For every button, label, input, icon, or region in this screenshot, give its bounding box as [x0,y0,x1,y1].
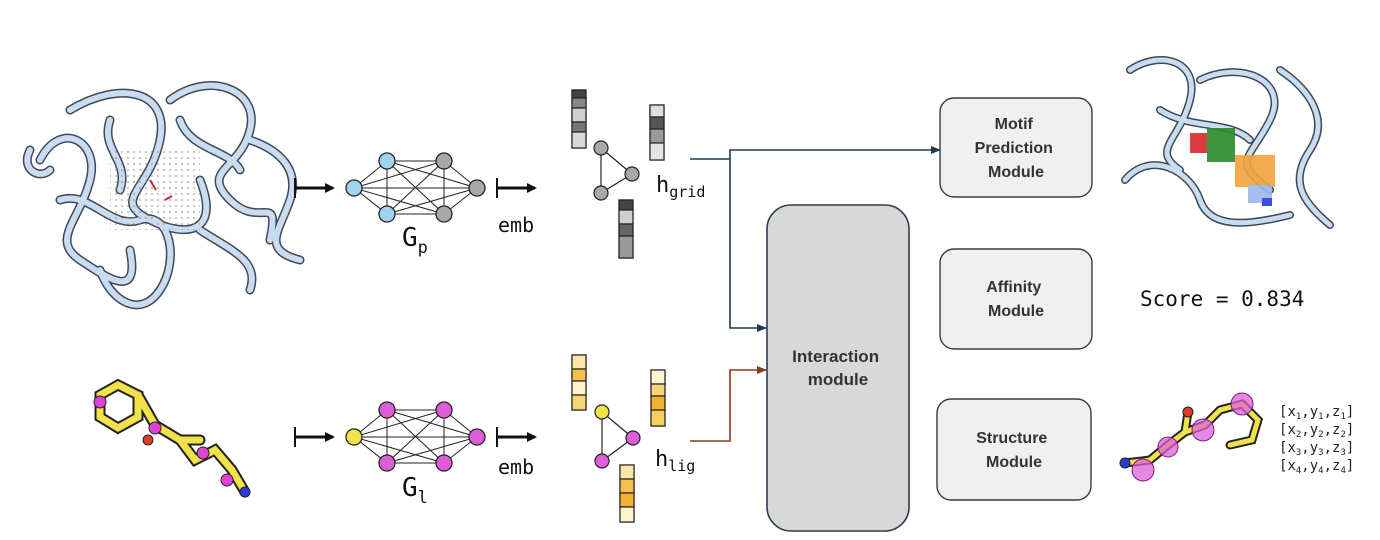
motif-module-label: Motif Prediction Module [975,116,1058,181]
coordinate-row: [x1,y1,z1] [1279,404,1354,422]
grid-embedding-graph [593,140,640,201]
emb-label-top: emb [498,213,534,237]
graph-to-embedding-arrow-bottom [496,427,537,447]
structure-atom-marker [1131,458,1155,482]
ligand-to-graph-arrow [294,427,335,447]
hgrid-label: hgrid [656,173,705,201]
graph-node [593,140,609,156]
interaction-module: Interaction module [766,204,910,532]
graph-node [624,166,640,182]
ligand-graph [353,409,478,464]
grid-embedding-bar-1 [571,89,587,149]
structure-atom-marker [1191,418,1215,442]
interaction-module-label: Interaction module [792,347,884,389]
ligand-to-interaction-arrow [690,366,767,442]
graph-node [378,454,396,472]
ligand-graph-nodes [345,401,486,472]
gp-label: Gp [402,223,428,258]
structure-output-image [1119,392,1264,482]
grid-embedding-bar-3 [618,199,634,259]
graph-node [345,179,363,197]
affinity-score: Score = 0.834 [1140,287,1304,311]
coordinate-row: [x3,y3,z3] [1279,440,1354,458]
ligand-embedding-bar-2 [650,369,666,427]
hlig-label: hlig [655,447,695,475]
graph-node [435,152,453,170]
graph-node [468,179,486,197]
graph-node [378,152,396,170]
affinity-module-label: Affinity Module [986,279,1046,320]
emb-label-bottom: emb [498,455,534,479]
ligand-embedding-bar-1 [571,354,587,411]
motif-output-image [1121,56,1334,229]
graph-node [435,205,453,223]
coordinate-row: [x2,y2,z2] [1279,422,1354,440]
protein-graph-nodes [345,152,486,223]
affinity-module: Affinity Module [939,248,1093,350]
coordinates-list: [x1,y1,z1] [x2,y2,z2] [x3,y3,z3] [x4,y4,… [1279,404,1354,476]
protein-structure-image [23,81,305,310]
graph-node [378,401,396,419]
protein-graph [353,160,478,215]
graph-node [594,453,610,469]
graph-node [378,205,396,223]
coordinate-row: [x4,y4,z4] [1279,458,1354,476]
graph-node [625,430,641,446]
graph-node [435,454,453,472]
protein-to-graph-arrow [294,178,335,198]
structure-module-label: Structure Module [976,430,1052,471]
grid-to-interaction-arrow [729,159,767,332]
structure-atom-marker [1230,392,1254,416]
graph-node [593,185,609,201]
grid-embedding-bar-2 [649,104,665,161]
structure-module: Structure Module [936,398,1092,501]
structure-atom-marker [1157,436,1179,458]
graph-node [594,404,610,420]
graph-to-embedding-arrow-top [496,178,537,198]
graph-node [345,428,363,446]
motif-prediction-module: Motif Prediction Module [939,97,1093,198]
gl-label: Gl [402,473,428,508]
grid-to-motif-arrow [690,146,941,160]
ligand-structure-image [93,378,251,498]
graph-node [468,428,486,446]
ligand-embedding-graph [594,404,641,469]
graph-node [435,401,453,419]
ligand-embedding-bar-3 [619,464,635,523]
